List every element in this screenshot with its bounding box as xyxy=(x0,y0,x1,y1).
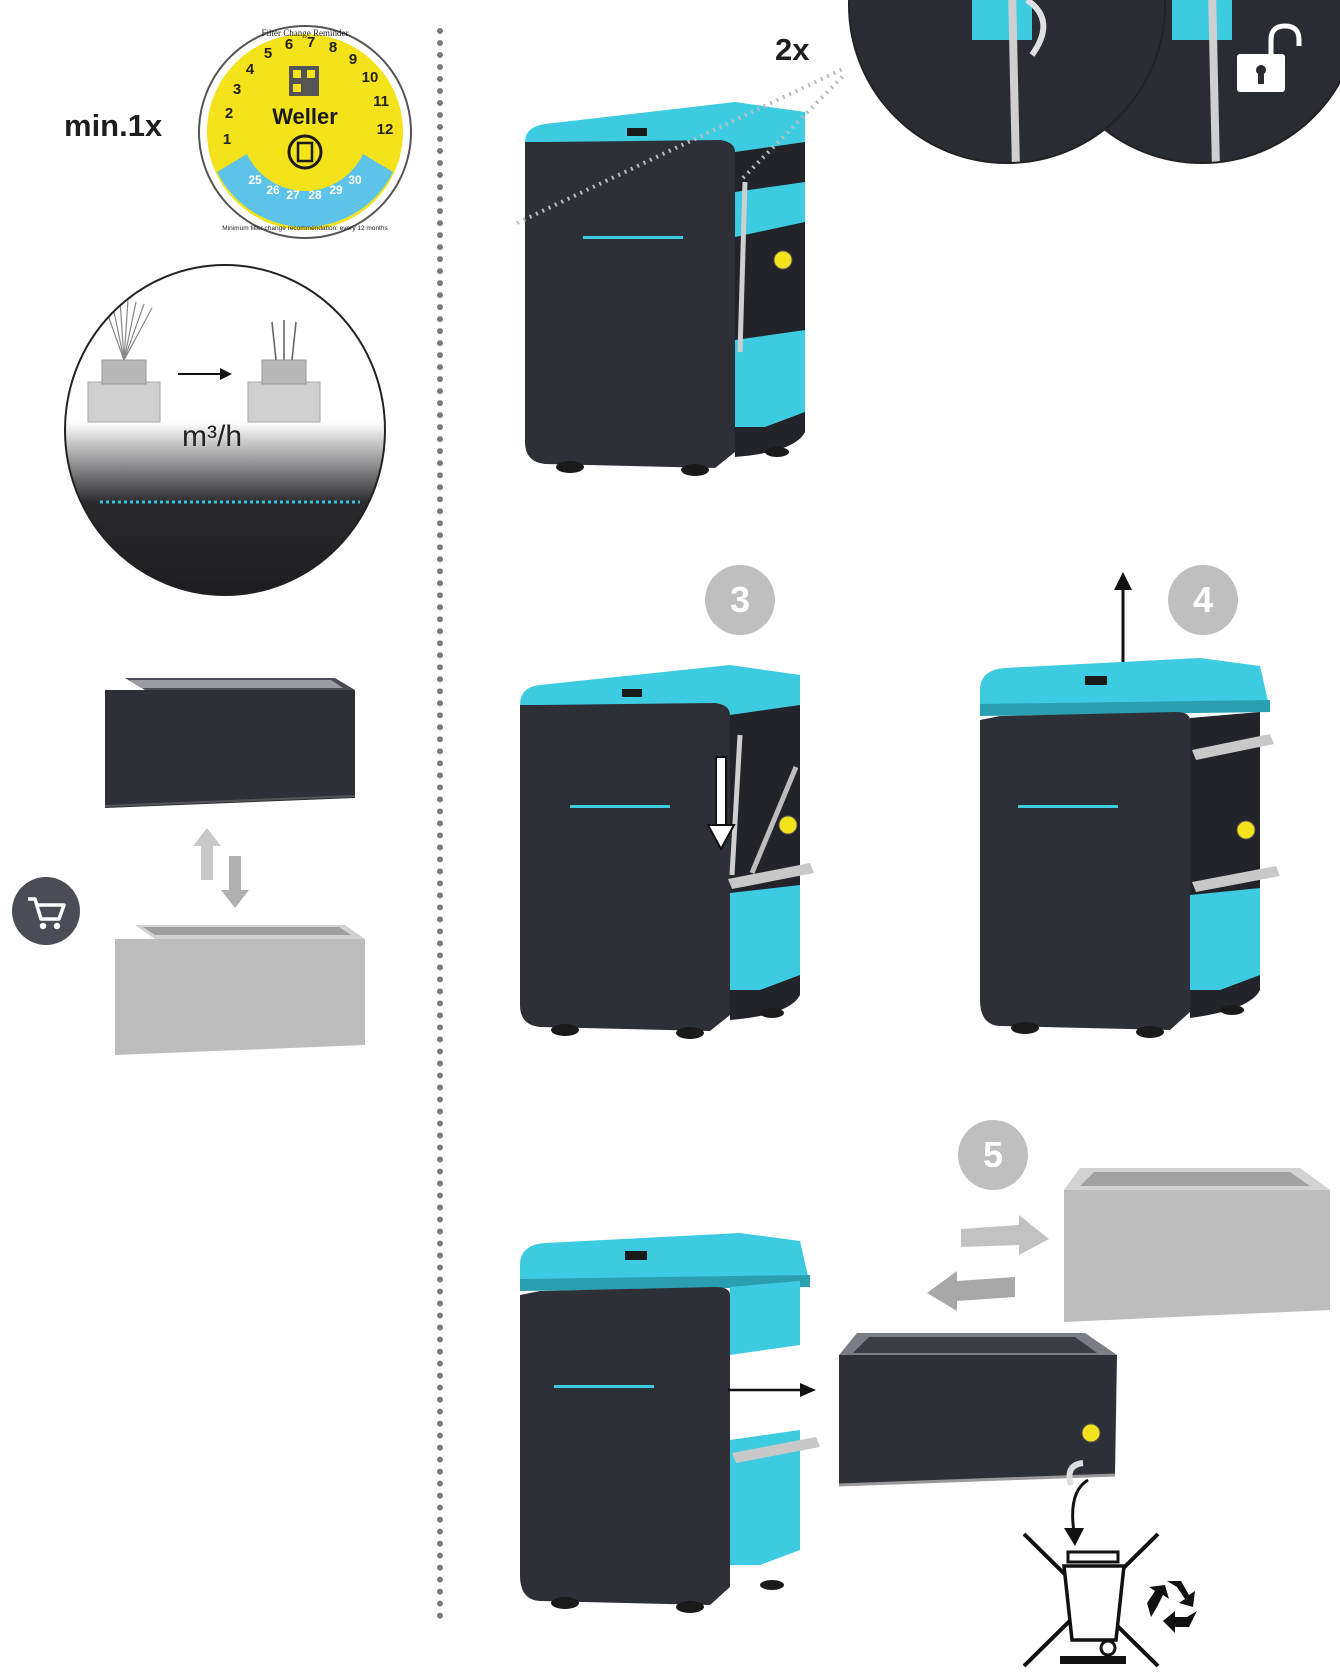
exchange-arrows-horizontal xyxy=(927,1215,1049,1311)
crossed-bin-icon xyxy=(1022,1532,1160,1668)
month-label: 9 xyxy=(349,51,357,68)
day-label: 28 xyxy=(308,188,322,202)
month-label: 7 xyxy=(307,34,315,51)
month-label: 2 xyxy=(225,105,233,122)
recycle-icon xyxy=(1147,1581,1197,1633)
upward-arrow xyxy=(1114,572,1132,668)
month-label: 5 xyxy=(264,45,272,62)
cart-icon[interactable] xyxy=(10,875,82,947)
day-label: 30 xyxy=(348,173,362,187)
reminder-title: Filter Change Reminder xyxy=(262,28,349,38)
day-label: 27 xyxy=(286,188,300,202)
day-label: 26 xyxy=(266,183,280,197)
extracted-filter xyxy=(838,1333,1117,1487)
month-label: 11 xyxy=(373,93,389,110)
device-step-5 xyxy=(520,1233,820,1613)
new-filter-gray xyxy=(1064,1168,1330,1322)
device-latch-detail-view xyxy=(525,102,805,476)
extraction-arrow xyxy=(728,1383,816,1397)
month-label: 8 xyxy=(329,39,337,56)
filter-element-full-airflow xyxy=(87,299,161,423)
device-step-4 xyxy=(980,658,1280,1038)
disposal-arrow xyxy=(1064,1478,1089,1546)
flow-unit-label: m³/h xyxy=(182,420,242,453)
callout-lines xyxy=(516,66,847,225)
month-label: 3 xyxy=(233,81,241,98)
repeat-count-label: 2x xyxy=(775,32,810,67)
day-label: 29 xyxy=(329,183,343,197)
step-4-badge: 4 xyxy=(1168,565,1238,635)
month-label: 4 xyxy=(246,61,255,78)
unlock-icon xyxy=(1237,23,1302,92)
month-label: 6 xyxy=(285,36,293,53)
downward-arrow xyxy=(706,756,736,852)
replacement-filter-dark xyxy=(104,678,356,808)
month-label: 1 xyxy=(223,131,231,148)
exchange-arrows-vertical xyxy=(193,828,249,908)
month-label: 12 xyxy=(377,121,394,138)
step-3-badge: 3 xyxy=(705,565,775,635)
used-filter-gray xyxy=(115,925,365,1055)
column-divider xyxy=(437,28,443,1620)
airflow-detail-magnifier xyxy=(64,264,386,596)
day-label: 25 xyxy=(248,173,262,187)
brand-logo: Weller xyxy=(272,104,338,129)
device-step-3 xyxy=(520,665,814,1039)
month-label: 10 xyxy=(362,69,379,86)
reminder-recommendation: Minimum filter change recommendation: ev… xyxy=(222,225,388,232)
filter-element-reduced-airflow xyxy=(247,320,321,423)
filter-change-reminder-label: 1 2 3 4 5 6 7 8 9 10 11 12 25 26 27 28 2… xyxy=(198,25,412,239)
frequency-label: min.1x xyxy=(64,108,163,143)
step-5-badge: 5 xyxy=(958,1120,1028,1190)
